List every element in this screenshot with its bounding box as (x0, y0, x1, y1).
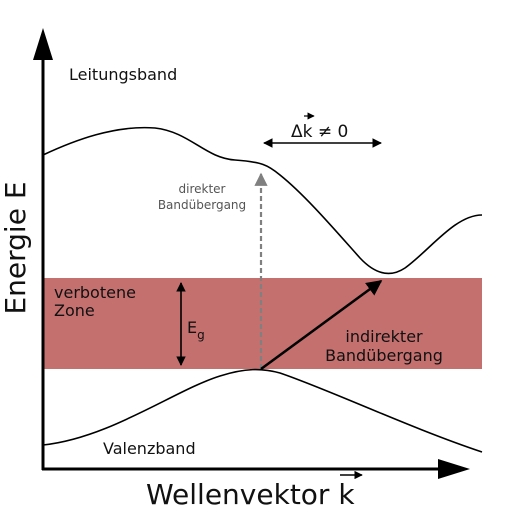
delta-k-label: Δk ≠ 0 (291, 122, 348, 142)
x-axis-label: Wellenvektor k (146, 478, 355, 511)
conduction-band-curve (42, 126, 483, 275)
y-axis-label: Energie E (0, 181, 32, 314)
indirect-transition-arrow (260, 279, 383, 371)
y-axis-arrowhead (33, 28, 53, 60)
indirect-transition-label-line2: Bandübergang (325, 346, 443, 365)
conduction-band-label: Leitungsband (69, 65, 177, 84)
valence-band-curve (42, 368, 483, 453)
direct-transition-label-line1: direkter (179, 182, 226, 196)
gap-label-line1: verbotene (54, 283, 136, 302)
band-gap-region (43, 278, 482, 369)
eg-main: E (187, 318, 197, 337)
valence-band-label: Valenzband (103, 439, 196, 458)
x-axis-arrowhead (438, 459, 470, 479)
indirect-transition-label-line1: indirekter (345, 327, 423, 346)
eg-label: Eg (187, 318, 205, 342)
gap-label-line2: Zone (54, 301, 95, 320)
eg-subscript: g (197, 328, 205, 342)
direct-transition-label-line2: Bandübergang (158, 198, 246, 212)
